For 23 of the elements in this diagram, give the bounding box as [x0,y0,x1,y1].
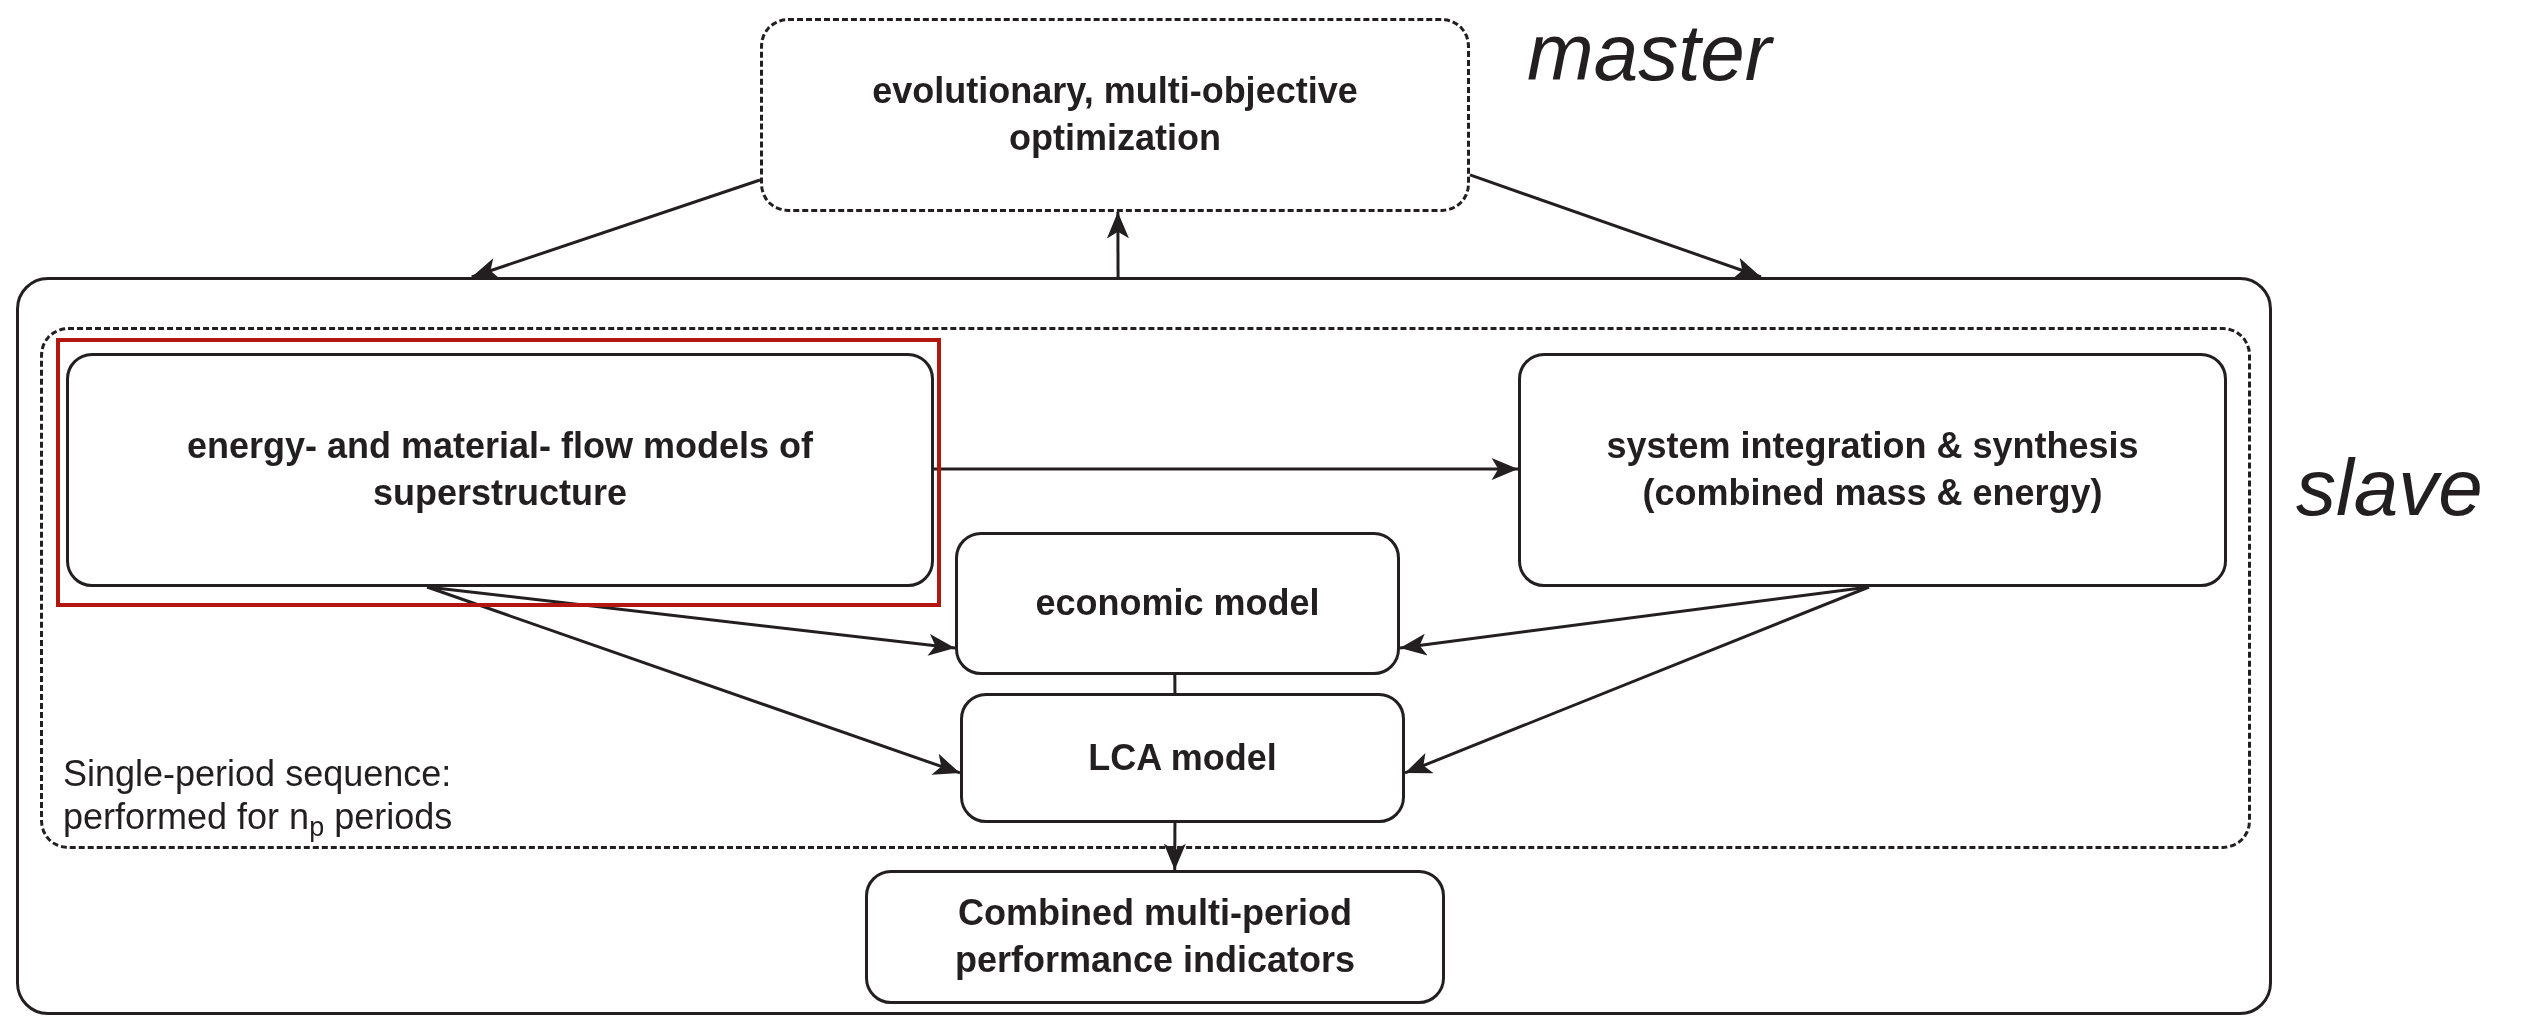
arrow [1106,212,1129,277]
arrow [471,178,761,279]
process-box [955,532,1400,675]
process-box [960,693,1405,823]
arrow [426,585,961,775]
node-text: LCA model [1088,735,1277,780]
node-text: system integration & synthesis (combined mass & energy) [1605,424,2140,515]
process-box [865,870,1445,1004]
process-box [1518,353,2227,587]
group-frame [40,327,2251,849]
arrow [934,458,1518,481]
arrow [1404,585,1870,775]
group-frame [16,277,2272,1015]
node-text: evolutionary, multi-objective optimization [871,69,1359,160]
tier-label: slave [2296,442,2483,534]
node-text: Combined multi-period performance indicators [953,891,1357,982]
node-text: energy- and material- flow models of superstructure [185,424,815,515]
connector-line [1173,675,1177,693]
tier-label: master [1527,7,1772,99]
node-text: economic model [1035,581,1320,626]
arrow [1469,173,1762,279]
process-box [760,18,1470,212]
arrow [1163,823,1186,870]
